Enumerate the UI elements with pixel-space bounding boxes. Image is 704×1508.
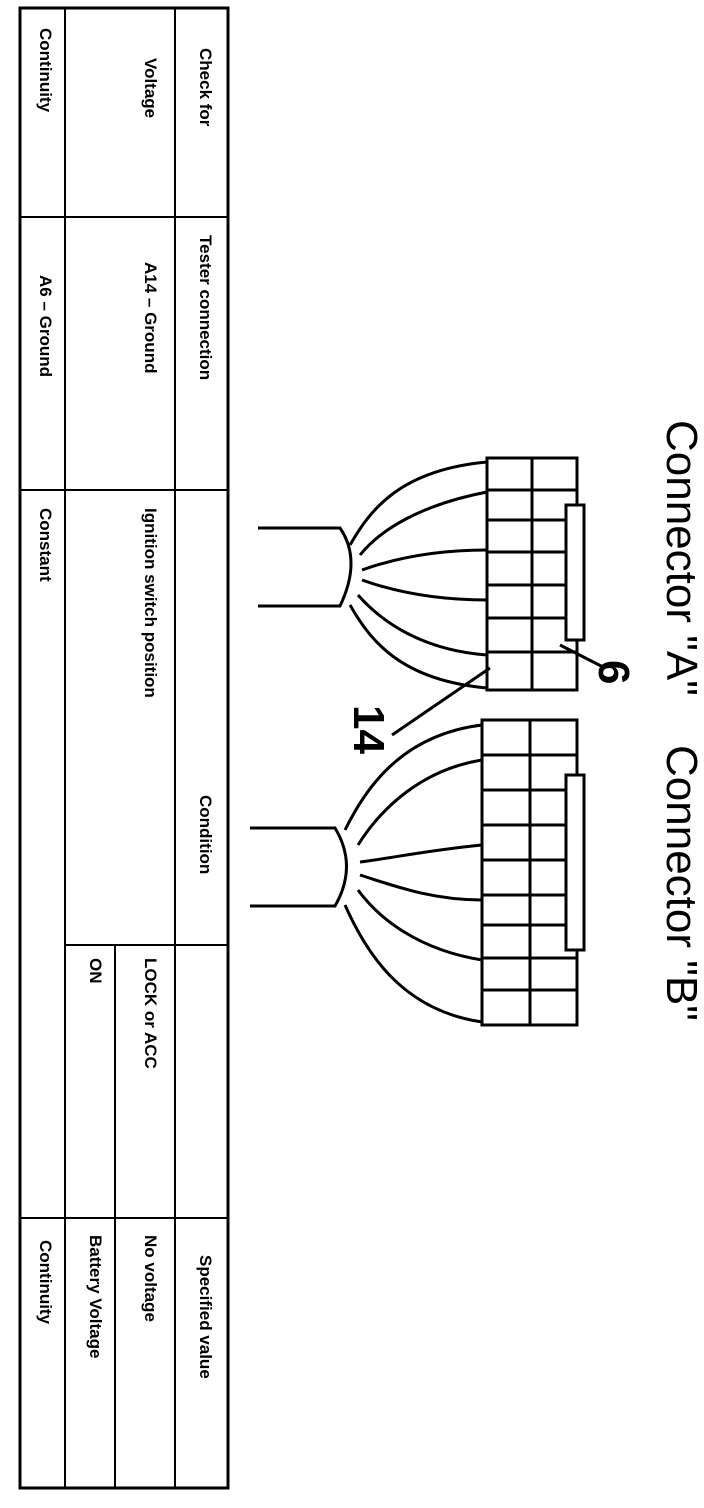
header-check-for: Check for [196,48,215,127]
row-voltage-check: Voltage [141,58,160,119]
row-voltage-pos-lock: LOCK or ACC [141,958,160,1069]
row-voltage-val-on: Battery Voltage [86,1235,105,1359]
header-condition: Condition [196,795,215,875]
connector-b-body [250,718,586,1027]
header-specified-value: Specified value [196,1255,215,1379]
row-voltage-val-lock: No voltage [141,1235,160,1322]
row-voltage-pos-on: ON [86,958,105,984]
leader-pin-6 [559,643,606,670]
row-continuity-check: Continuity [36,28,55,113]
row-continuity-condition: Constant [36,508,55,582]
row-voltage-condition: Ignition switch position [141,508,160,698]
row-continuity-tester: A6 – Ground [36,275,55,378]
row-voltage-tester: A14 – Ground [141,262,160,374]
connector-a-body [258,456,586,692]
leader-pin-14 [391,666,491,737]
row-continuity-value: Continuity [36,1240,55,1325]
header-tester-connection: Tester connection [196,235,215,381]
